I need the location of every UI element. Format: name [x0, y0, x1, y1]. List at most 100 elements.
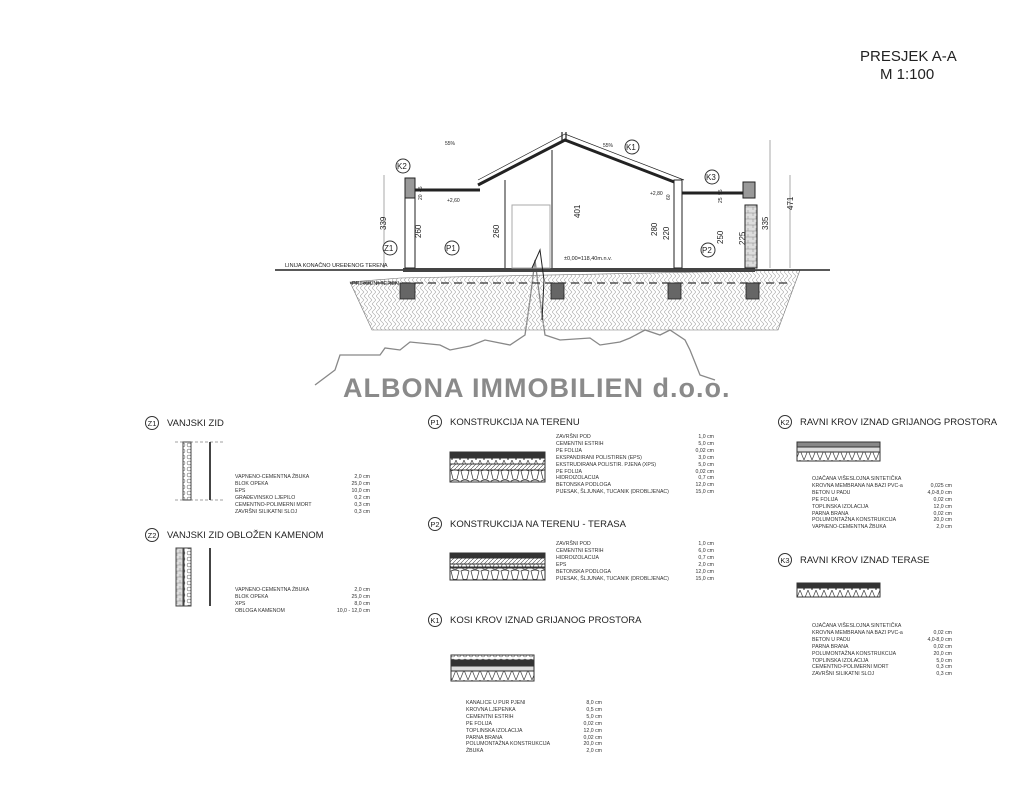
layer-name: TOPLINSKA IZOLACIJA — [812, 657, 869, 664]
layer-thickness: 2,0 cm — [698, 561, 714, 568]
layer-thickness: 2,0 cm — [936, 524, 952, 531]
level-zero: ±0,00=118,40m.n.v. — [564, 256, 612, 262]
layer-name: PE FOLIJA — [556, 468, 582, 475]
layer-name: EKSTRUDIRANA POLISTIR. PJENA (XPS) — [556, 461, 657, 468]
layer-name: BLOK OPEKA — [235, 480, 269, 487]
layer-name: KROVNA MEMBRANA NA BAZI PVC-a — [812, 482, 903, 489]
layer-thickness: 12,0 cm — [695, 482, 714, 489]
layer-thickness: 0,025 cm — [930, 482, 952, 489]
dim-401: 401 — [573, 204, 582, 218]
section-code-badge: P1 — [428, 415, 442, 429]
dim-220: 220 — [662, 226, 671, 240]
marker-z1: Z1 — [384, 244, 394, 253]
level-k2: +2,60 — [447, 198, 460, 204]
layer-thickness: 15,0 cm — [695, 489, 714, 496]
section-code-badge: K3 — [778, 553, 792, 567]
layer-thickness: 0,02 cm — [695, 447, 714, 454]
layer-thickness: 0,7 cm — [698, 475, 714, 482]
layer-thickness: 5,0 cm — [586, 713, 602, 720]
dim-339: 339 — [379, 216, 388, 230]
detail-k3 — [796, 582, 881, 598]
layer-thickness: 10,0 cm — [351, 487, 370, 494]
section-title: KOSI KROV IZNAD GRIJANOG PROSTORA — [450, 614, 642, 626]
layer-name: TOPLINSKA IZOLACIJA — [812, 503, 869, 510]
dim-280: 280 — [650, 222, 659, 236]
layer-row: BETONSKA PODLOGA 12,0 cm — [556, 569, 714, 576]
layer-name: ZAVRŠNI SILIKATNI SLOJ — [812, 671, 875, 678]
dim-225: 225 — [738, 231, 747, 245]
section-header-k3: K3 RAVNI KROV IZNAD TERASE — [778, 553, 930, 567]
layer-thickness: 1,0 cm — [698, 541, 714, 547]
layer-thickness: 8,0 cm — [354, 600, 370, 607]
marker-p1: P1 — [446, 244, 456, 253]
layer-row: PIJESAK, ŠLJUNAK, TUCANIK (DROBLJENAC)15… — [556, 489, 714, 496]
layer-name: EPS — [556, 561, 567, 568]
layer-thickness: 0,02 cm — [933, 496, 952, 503]
layer-thickness: 0,3 cm — [354, 508, 370, 515]
section-code-badge: Z2 — [145, 528, 159, 542]
layer-name: ZAVRŠNI SILIKATNI SLOJ — [235, 508, 298, 515]
section-code-badge: K1 — [428, 613, 442, 627]
layer-details — [175, 441, 881, 682]
layer-name: OJAČANA VIŠESLOJNA SINTETIČKA — [812, 623, 902, 629]
detail-p2 — [449, 552, 546, 581]
layer-name: EPS — [235, 487, 246, 494]
section-code-badge: K2 — [778, 415, 792, 429]
footings — [399, 282, 760, 300]
layer-name: ŽBUKA — [466, 748, 484, 755]
layer-name: HIDROIZOLACIJA — [556, 475, 599, 482]
marker-p2: P2 — [702, 246, 712, 255]
layer-name: GRAĐEVINSKO LJEPILO — [235, 494, 296, 501]
layer-name: VAPNENO-CEMENTNA ŽBUKA — [235, 474, 310, 480]
layer-row: OJAČANA VIŠESLOJNA SINTETIČKA — [812, 623, 952, 630]
skyline-silhouette — [314, 259, 716, 386]
layer-thickness: 25,0 cm — [351, 480, 370, 487]
layer-name: PARNA BRANA — [812, 643, 849, 650]
layer-thickness: 0,2 cm — [354, 494, 370, 501]
dim-60: 60 — [666, 194, 672, 200]
layer-name: HIDROIZOLACIJA — [556, 554, 599, 561]
layer-thickness: 20,0 cm — [933, 517, 952, 524]
dim-260: 260 — [414, 224, 423, 238]
layer-name: OBLOGA KAMENOM — [235, 607, 285, 614]
earth-hatch — [349, 269, 801, 331]
dim-471: 471 — [786, 196, 795, 210]
layer-row: EKSPANDIRANI POLISTIREN (EPS)3,0 cm — [556, 455, 714, 462]
dim-250: 250 — [716, 230, 725, 244]
layer-thickness: 15,0 cm — [695, 575, 714, 582]
layer-name: BETONSKA PODLOGA — [556, 568, 611, 575]
layer-thickness: 5,0 cm — [698, 440, 714, 447]
layer-row: GRAĐEVINSKO LJEPILO 0,2 cm — [235, 495, 370, 502]
level-k1: +2,80 — [650, 191, 663, 197]
layer-thickness: 12,0 cm — [695, 568, 714, 575]
layer-thickness: 3,0 cm — [698, 454, 714, 461]
layer-name: CEMENTNI ESTRIH — [556, 440, 604, 447]
layer-name: PARNA BRANA — [812, 510, 849, 517]
dim-45: 45 — [418, 186, 424, 192]
layer-row: ZAVRŠNI SILIKATNI SLOJ 0,3 cm — [235, 509, 370, 516]
layer-row: KROVNA MEMBRANA NA BAZI PVC-a 0,025 cm — [812, 483, 952, 490]
dim-20: 20 — [418, 194, 424, 200]
layer-name: BETONSKA PODLOGA — [556, 482, 611, 489]
section-title: RAVNI KROV IZNAD TERASE — [800, 554, 930, 566]
slope-left: 55% — [445, 141, 456, 147]
